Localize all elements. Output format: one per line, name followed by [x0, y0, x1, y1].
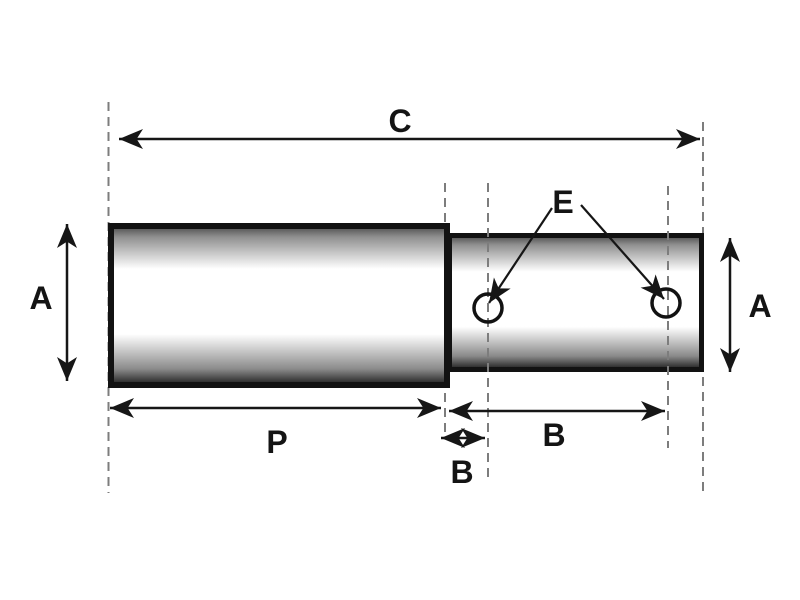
dim-label-overall-length: C: [388, 103, 411, 139]
dim-label-diameter-left: A: [29, 280, 52, 316]
dim-label-diameter-right: A: [748, 288, 771, 324]
hole-left: [472, 292, 504, 324]
leader-line-hole-left: [488, 207, 553, 304]
shaft-large-cylinder: [108, 223, 450, 388]
dim-label-hole-offset: B: [450, 454, 473, 490]
leader-line-hole-right: [580, 204, 665, 300]
callout-label-holes: E: [552, 184, 573, 220]
dim-label-body-length: P: [266, 424, 287, 460]
dim-label-hole-spacing: B: [542, 417, 565, 453]
hole-right: [650, 287, 682, 319]
